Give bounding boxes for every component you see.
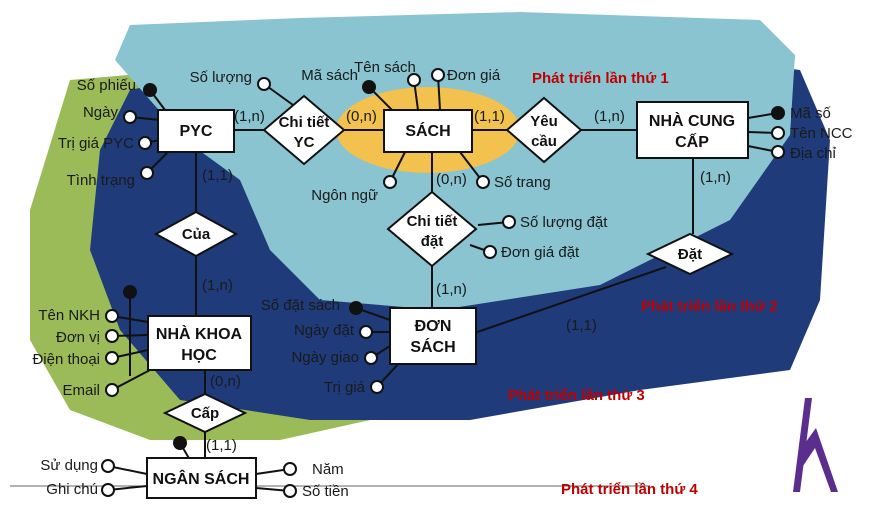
entity-don-sach-line1: ĐƠN bbox=[415, 318, 452, 335]
attr-tri-gia-pyc: Trị giá PYC bbox=[58, 135, 134, 152]
attribute-markers bbox=[101, 68, 785, 498]
entity-nha-khoa-hoc-box bbox=[147, 315, 252, 371]
rel-chi-tiet-dat-line2: đặt bbox=[421, 233, 444, 250]
entity-nha-cung-cap-box bbox=[636, 101, 749, 159]
card-pyc-chitietyc: (1,n) bbox=[234, 108, 265, 125]
attr-nam: Năm bbox=[312, 461, 344, 478]
rel-chi-tiet-yc-line2: YC bbox=[294, 134, 315, 151]
entity-pyc-box bbox=[157, 109, 235, 153]
phase-label-3: Phát triển lần thứ 3 bbox=[508, 387, 645, 404]
attr-ten-ncc: Tên NCC bbox=[790, 125, 853, 142]
phase-label-1: Phát triển lần thứ 1 bbox=[532, 70, 669, 87]
card-donsach-chitietdat: (1,n) bbox=[436, 281, 467, 298]
card-ngansach-cap: (1,1) bbox=[206, 437, 237, 454]
attr-so-tien: Số tiền bbox=[302, 483, 349, 500]
attr-dia-chi: Địa chỉ bbox=[790, 145, 837, 162]
attr-ten-sach: Tên sách bbox=[354, 59, 416, 76]
phase-label-4: Phát triển lần thứ 4 bbox=[561, 481, 698, 498]
entity-don-sach-box bbox=[389, 307, 477, 365]
rel-dat: Đặt bbox=[678, 246, 702, 263]
card-ncc-dat: (1,n) bbox=[700, 169, 731, 186]
entity-sach: SÁCH bbox=[405, 121, 450, 140]
attr-so-luong: Số lượng bbox=[190, 69, 252, 86]
rel-dat-shape bbox=[645, 232, 735, 276]
entity-don-sach-line2: SÁCH bbox=[410, 337, 455, 356]
rel-cua-shape bbox=[153, 210, 239, 258]
attr-ngay: Ngày bbox=[83, 104, 119, 121]
attr-don-gia-dat: Đơn giá đặt bbox=[501, 244, 580, 261]
attr-tinh-trang: Tình trạng bbox=[67, 172, 135, 189]
card-ncc-yeucau: (1,n) bbox=[594, 108, 625, 125]
entity-pyc: PYC bbox=[180, 123, 213, 140]
attr-ngay-dat: Ngày đặt bbox=[294, 322, 355, 339]
attr-so-trang: Số trang bbox=[494, 174, 551, 191]
attr-su-dung: Sử dụng bbox=[40, 457, 98, 474]
card-donsach-dat: (1,1) bbox=[566, 317, 597, 334]
attr-email: Email bbox=[62, 382, 100, 399]
entity-sach-box bbox=[383, 109, 473, 153]
attr-so-phieu: Số phiếu bbox=[77, 77, 136, 94]
card-pyc-cua: (1,1) bbox=[202, 167, 233, 184]
logo-h-icon bbox=[793, 398, 838, 492]
entity-nha-khoa-hoc-line2: HỌC bbox=[181, 347, 217, 364]
rel-chi-tiet-yc-shape bbox=[262, 94, 346, 166]
attr-ma-sach: Mã sách bbox=[301, 67, 358, 84]
attr-don-gia: Đơn giá bbox=[447, 67, 501, 84]
attr-so-dat-sach: Số đặt sách bbox=[261, 297, 340, 314]
phase-label-2: Phát triển lần thứ 2 bbox=[641, 298, 778, 315]
entity-nha-khoa-hoc-line1: NHÀ KHOA bbox=[156, 324, 243, 343]
card-sach-chitietyc: (0,n) bbox=[346, 108, 377, 125]
rel-cap-shape bbox=[162, 392, 248, 434]
attr-tri-gia: Trị giá bbox=[324, 379, 366, 396]
rel-yeu-cau-line2: cầu bbox=[531, 133, 557, 150]
attr-ngon-ngu: Ngôn ngữ bbox=[311, 187, 378, 204]
entity-ngan-sach: NGÂN SÁCH bbox=[153, 469, 250, 488]
rel-chi-tiet-dat-shape bbox=[386, 190, 478, 268]
rel-chi-tiet-dat-line1: Chi tiết bbox=[407, 213, 458, 230]
card-sach-yeucau: (1,1) bbox=[474, 108, 505, 125]
attr-ten-nkh: Tên NKH bbox=[38, 307, 100, 324]
rel-yeu-cau-line1: Yêu bbox=[530, 113, 558, 130]
attr-ma-so: Mã số bbox=[790, 105, 832, 122]
entity-nha-cung-cap-line1: NHÀ CUNG bbox=[649, 111, 735, 130]
card-sach-chitietdat: (0,n) bbox=[436, 171, 467, 188]
card-nkh-cua: (1,n) bbox=[202, 277, 233, 294]
rel-yeu-cau-shape bbox=[505, 96, 583, 164]
rel-chi-tiet-yc-line1: Chi tiết bbox=[279, 114, 330, 131]
attr-dien-thoai: Điện thoại bbox=[32, 351, 100, 368]
attr-ngay-giao: Ngày giao bbox=[291, 349, 359, 366]
card-nkh-cap: (0,n) bbox=[210, 373, 241, 390]
rel-cua: Của bbox=[182, 226, 211, 243]
attr-don-vi: Đơn vị bbox=[56, 329, 100, 346]
entity-nha-cung-cap-line2: CẤP bbox=[675, 132, 709, 151]
rel-cap: Cấp bbox=[191, 405, 219, 422]
attr-so-luong-dat: Số lượng đặt bbox=[520, 214, 608, 231]
entity-ngan-sach-box bbox=[146, 457, 257, 499]
attr-ghi-chu: Ghi chú bbox=[46, 481, 98, 498]
